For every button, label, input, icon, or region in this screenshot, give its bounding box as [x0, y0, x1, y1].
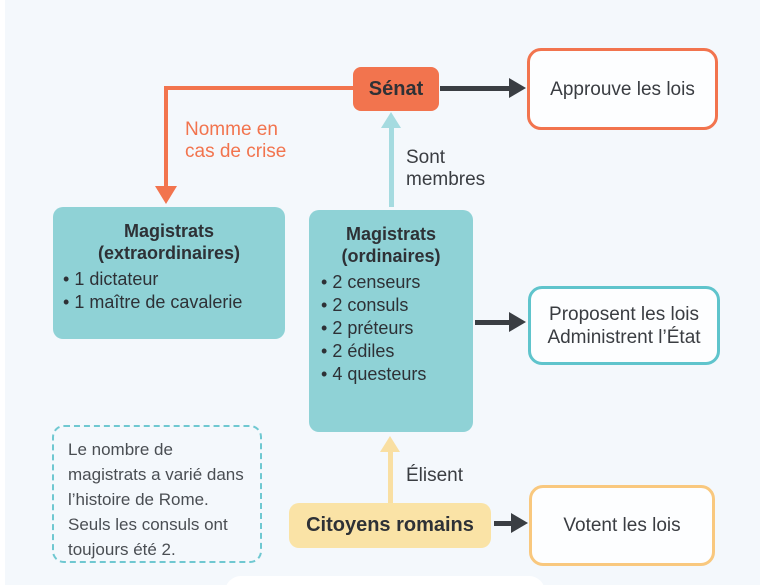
magistrats-ordinaires-list: 2 censeurs 2 consuls 2 préteurs 2 édiles…	[309, 271, 473, 386]
citoyens-votent-arrow	[494, 521, 512, 526]
bottom-card	[225, 576, 545, 585]
elisent-label: Élisent	[406, 465, 464, 486]
senat-label: Sénat	[368, 77, 424, 100]
ordinaires-proposent-arrowhead-icon	[509, 312, 526, 332]
sont-membres-arrowhead-icon	[381, 112, 401, 128]
proposent-label: Proposent les lois Administrent l’État	[547, 303, 701, 348]
citoyens-romains-box: Citoyens romains	[289, 503, 491, 548]
note-box: Le nombre de magistrats a varié dans l’h…	[52, 425, 262, 563]
proposent-box: Proposent les lois Administrent l’État	[528, 286, 720, 365]
list-item: 2 censeurs	[321, 271, 473, 294]
citoyens-votent-arrowhead-icon	[511, 513, 528, 533]
nomme-arrow-horizontal	[164, 86, 353, 90]
nomme-arrow-vertical	[164, 86, 168, 188]
sont-membres-label: Sont membres	[406, 147, 486, 190]
list-item: 2 préteurs	[321, 317, 473, 340]
magistrats-extraordinaires-box: Magistrats (extraordinaires) 1 dictateur…	[53, 207, 285, 339]
senat-approuve-arrowhead-icon	[509, 78, 526, 98]
nomme-arrowhead-icon	[155, 186, 177, 204]
nomme-label: Nomme en cas de crise	[185, 119, 287, 162]
magistrats-extraordinaires-title: Magistrats (extraordinaires)	[97, 221, 241, 263]
votent-box: Votent les lois	[529, 485, 715, 566]
list-item: 2 consuls	[321, 294, 473, 317]
list-item: 1 maître de cavalerie	[63, 291, 285, 314]
citoyens-romains-label: Citoyens romains	[306, 514, 474, 536]
elisent-arrow	[388, 450, 393, 503]
senat-box: Sénat	[353, 67, 439, 111]
list-item: 4 questeurs	[321, 363, 473, 386]
votent-label: Votent les lois	[563, 515, 681, 536]
elisent-arrowhead-icon	[380, 436, 400, 452]
senat-approuve-arrow	[440, 86, 510, 91]
list-item: 2 édiles	[321, 340, 473, 363]
list-item: 1 dictateur	[63, 268, 285, 291]
sont-membres-arrow	[389, 125, 394, 207]
approuve-les-lois-label: Approuve les lois	[550, 78, 695, 100]
ordinaires-proposent-arrow	[475, 320, 510, 325]
magistrats-extraordinaires-list: 1 dictateur 1 maître de cavalerie	[53, 268, 285, 314]
magistrats-ordinaires-box: Magistrats (ordinaires) 2 censeurs 2 con…	[309, 210, 473, 432]
approuve-les-lois-box: Approuve les lois	[527, 48, 718, 130]
magistrats-ordinaires-title: Magistrats (ordinaires)	[341, 224, 441, 266]
